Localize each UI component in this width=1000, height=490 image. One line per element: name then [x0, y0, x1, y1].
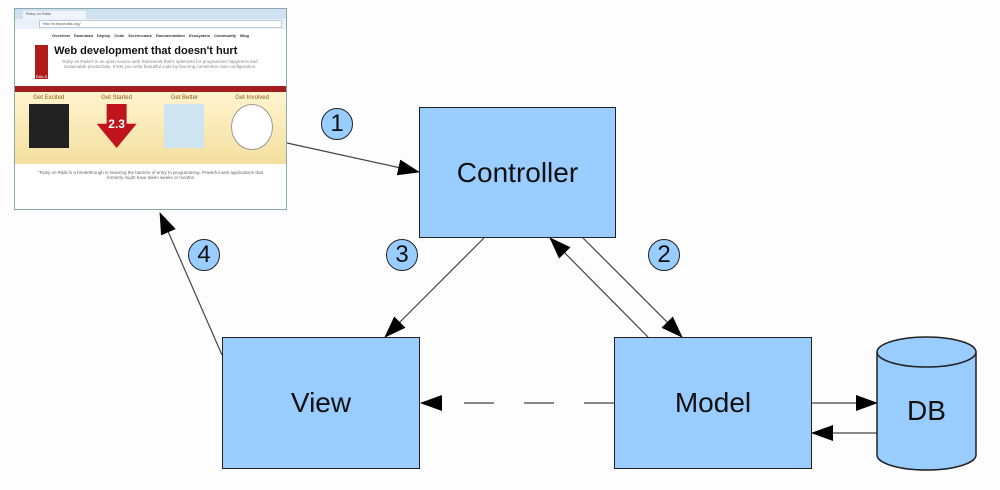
site-hero: RAILS Web development that doesn't hurt …	[15, 42, 286, 82]
address-bar: http://rubyonrails.org/	[39, 20, 282, 28]
arrow-controller-to-model	[582, 237, 683, 338]
view-label: View	[290, 387, 352, 418]
arrow-view-to-browser	[159, 212, 223, 356]
step-number: 3	[395, 241, 409, 268]
step-3-badge: 3	[386, 239, 418, 271]
feature-get-better: Get Better	[151, 92, 219, 164]
nav-item: Documentation	[155, 33, 185, 38]
speech-bubble-icon	[231, 104, 274, 150]
step-number: 4	[197, 241, 211, 268]
site-nav: Overview Download Deploy Code Screencast…	[15, 29, 286, 42]
browser-tabbar: Ruby on Rails	[15, 9, 286, 19]
news-bar	[15, 86, 286, 92]
step-number: 1	[330, 110, 344, 137]
db-cylinder	[876, 336, 977, 471]
step-4-badge: 4	[188, 239, 220, 271]
browser-screenshot: Ruby on Rails http://rubyonrails.org/ Ov…	[14, 8, 287, 210]
rails-logo: RAILS	[35, 45, 49, 79]
site-description: Ruby on Rails® is an open-source web fra…	[62, 59, 258, 69]
feature-row: Get Excited Get Started 2.3 Get Better Ge…	[15, 92, 286, 164]
nav-item: Screencasts	[128, 33, 152, 38]
site-headline: Web development that doesn't hurt	[54, 45, 238, 57]
step-number: 2	[657, 241, 671, 268]
feature-title: Get Excited	[33, 95, 65, 101]
controller-label: Controller	[456, 156, 579, 188]
arrow-browser-to-controller	[286, 142, 420, 176]
nav-item: Community	[214, 33, 237, 38]
book-image	[164, 104, 205, 148]
nav-item: Overview	[52, 33, 70, 38]
browser-tab: Ruby on Rails	[23, 11, 86, 19]
site-quote: "Ruby on Rails is a breakthrough in lowe…	[38, 170, 263, 180]
nav-item: Deploy	[96, 33, 111, 38]
step-2-badge: 2	[648, 239, 680, 271]
nav-item: Ecosystem	[188, 33, 211, 38]
arrow-controller-to-view	[384, 237, 485, 338]
step-1-badge: 1	[321, 108, 353, 140]
model-label: Model	[674, 387, 752, 418]
controller-box: Controller	[419, 107, 616, 238]
feature-title: Get Started	[101, 95, 132, 101]
screencast-image	[28, 104, 69, 148]
feature-get-started: Get Started 2.3	[83, 92, 151, 164]
feature-get-involved: Get Involved	[218, 92, 286, 164]
model-box: Model	[614, 337, 812, 469]
nav-item: Download	[73, 33, 93, 38]
view-box: View	[222, 337, 420, 469]
feature-title: Get Involved	[235, 95, 269, 101]
nav-item: Code	[114, 33, 125, 38]
arrow-model-to-controller	[549, 237, 649, 338]
feature-title: Get Better	[170, 95, 199, 101]
nav-item: Blog	[240, 33, 249, 38]
download-arrow-icon: 2.3	[96, 104, 137, 148]
db-label: DB	[907, 395, 946, 426]
browser-toolbar: http://rubyonrails.org/	[15, 19, 286, 29]
feature-get-excited: Get Excited	[15, 92, 83, 164]
